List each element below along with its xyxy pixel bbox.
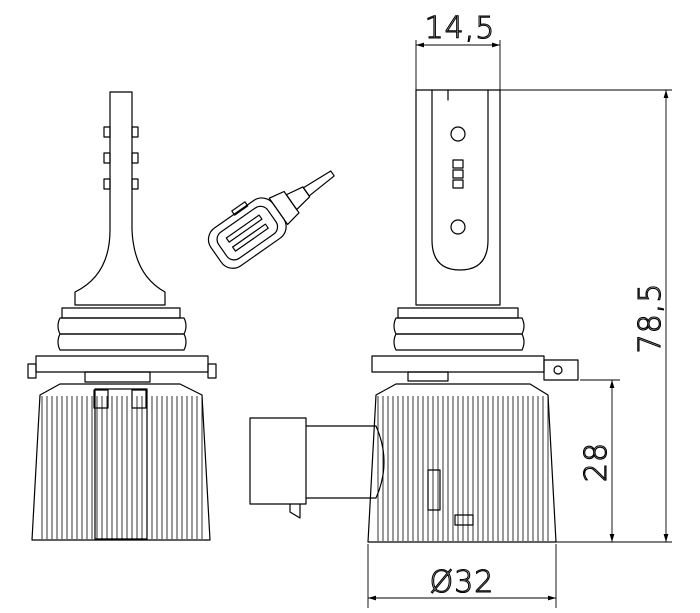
cable-plug-side bbox=[249, 417, 385, 519]
bulb-side-view bbox=[27, 91, 217, 541]
diameter-label: Ø32 bbox=[430, 565, 495, 600]
width-label: 14,5 bbox=[425, 11, 496, 46]
dimension-labels: 14,5 78,5 28 Ø32 bbox=[424, 10, 668, 600]
bulb-front-view bbox=[367, 89, 579, 543]
dimension-lines bbox=[367, 40, 672, 608]
height-label: 78,5 bbox=[633, 283, 668, 354]
base-height-label: 28 bbox=[579, 442, 614, 482]
connector-plug bbox=[207, 170, 335, 269]
